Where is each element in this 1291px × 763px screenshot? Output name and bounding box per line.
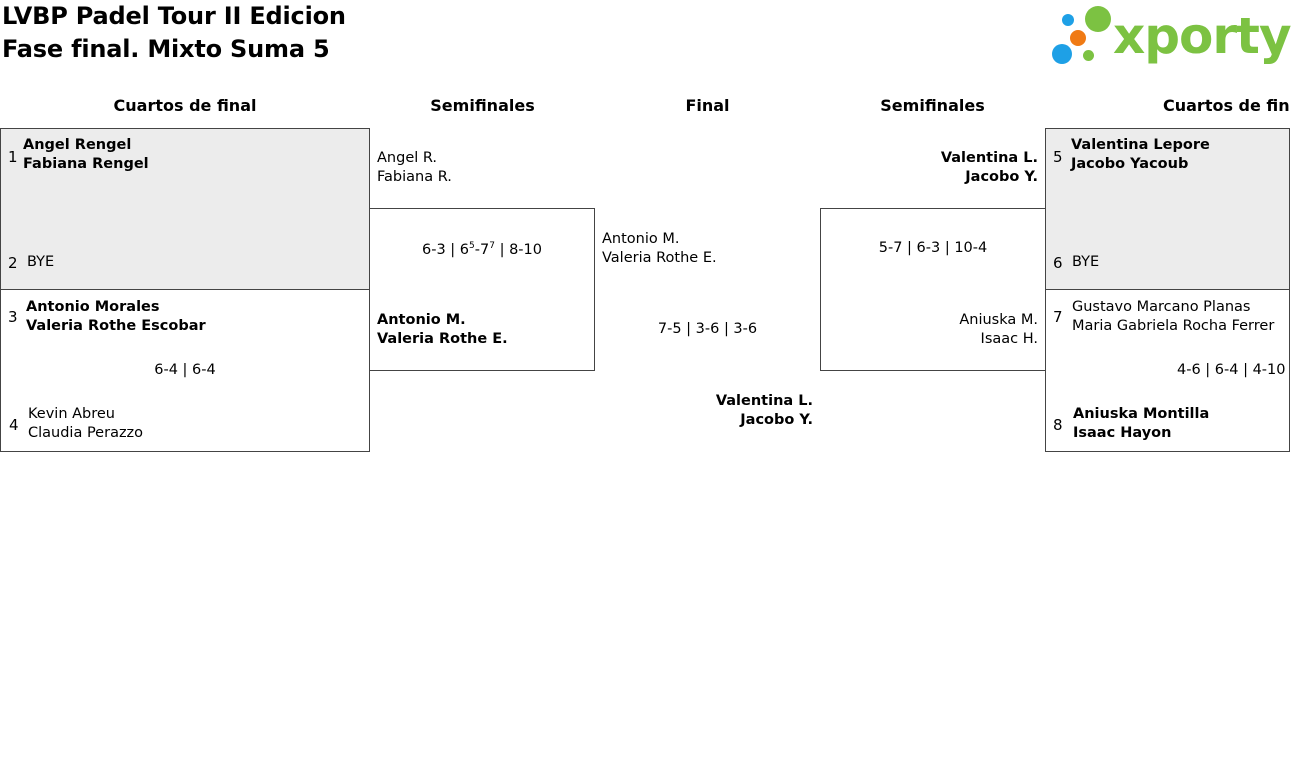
seed-number: 7 [1053, 308, 1063, 326]
seed-number: 8 [1053, 416, 1063, 434]
match-score: 4-6 | 6-4 | 4-10 [1177, 362, 1286, 378]
player-name: Valeria Rothe E. [377, 331, 508, 347]
heading-qf-left: Cuartos de final [113, 96, 257, 115]
player-name: BYE [1072, 254, 1100, 270]
player-name: Kevin Abreu [28, 406, 115, 422]
sf-right-top-team: Valentina L. Jacobo Y. [820, 128, 1045, 208]
player-name: Antonio M. [602, 231, 680, 247]
player-name: Isaac Hayon [1073, 425, 1172, 441]
logo-dot-blue-small [1062, 14, 1074, 26]
seed-number: 2 [8, 254, 18, 272]
qf-left-match-2: 3 Antonio Morales Valeria Rothe Escobar … [0, 289, 370, 452]
player-name: Antonio Morales [26, 299, 160, 315]
qf-right-match-2: 7 Gustavo Marcano Planas Maria Gabriela … [1045, 289, 1290, 452]
logo-text: xporty [1113, 7, 1291, 65]
heading-final: Final [685, 96, 730, 115]
logo-dot-blue [1052, 44, 1072, 64]
player-name: Jacobo Y. [965, 169, 1038, 185]
logo-dot-green-small [1083, 50, 1094, 61]
player-name: Aniuska M. [959, 312, 1038, 328]
sf-left-match: 6-3 | 65-77 | 8-10 Antonio M. Valeria Ro… [369, 208, 595, 371]
player-name: Fabiana Rengel [23, 156, 149, 172]
player-name: Valentina L. [940, 150, 1038, 166]
player-name: Valentina Lepore [1071, 137, 1210, 153]
seed-number: 1 [8, 148, 18, 166]
match-score: 6-3 | 65-77 | 8-10 [422, 241, 542, 258]
page-subtitle: Fase final. Mixto Suma 5 [2, 35, 330, 63]
qf-right-match-1: 5 Valentina Lepore Jacobo Yacoub 6 BYE [1045, 128, 1290, 290]
player-name: Valeria Rothe E. [602, 250, 717, 266]
page-title: LVBP Padel Tour II Edicion [2, 2, 346, 30]
player-name: Isaac H. [980, 331, 1038, 347]
final-match: Antonio M. Valeria Rothe E. 7-5 | 3-6 | … [595, 208, 820, 453]
seed-number: 3 [8, 308, 18, 326]
player-name: Valentina L. [715, 393, 813, 409]
player-name: Aniuska Montilla [1073, 406, 1210, 422]
heading-sf-right: Semifinales [880, 96, 985, 115]
player-name: BYE [27, 254, 55, 270]
heading-qf-right: Cuartos de fin [1163, 96, 1290, 115]
seed-number: 5 [1053, 148, 1063, 166]
seed-number: 6 [1053, 254, 1063, 272]
player-name: Maria Gabriela Rocha Ferrer [1072, 318, 1275, 334]
logo-dot-green [1085, 6, 1111, 32]
player-name: Angel R. [377, 150, 438, 166]
player-name: Antonio M. [377, 312, 466, 328]
heading-sf-left: Semifinales [430, 96, 535, 115]
match-score: 5-7 | 6-3 | 10-4 [878, 240, 988, 256]
player-name: Gustavo Marcano Planas [1072, 299, 1251, 315]
sf-right-match: 5-7 | 6-3 | 10-4 Aniuska M. Isaac H. [820, 208, 1046, 371]
seed-number: 4 [9, 416, 19, 434]
player-name: Valeria Rothe Escobar [26, 318, 206, 334]
sf-left-top-team: Angel R. Fabiana R. [370, 128, 595, 208]
player-name: Claudia Perazzo [28, 425, 144, 441]
qf-left-match-1: 1 Angel Rengel Fabiana Rengel 2 BYE [0, 128, 370, 290]
player-name: Jacobo Yacoub [1071, 156, 1189, 172]
match-score: 7-5 | 3-6 | 3-6 [657, 321, 758, 337]
player-name: Jacobo Y. [740, 412, 813, 428]
logo-dot-orange [1070, 30, 1086, 46]
player-name: Angel Rengel [23, 137, 132, 153]
match-score: 6-4 | 6-4 [154, 362, 216, 378]
player-name: Fabiana R. [377, 169, 452, 185]
